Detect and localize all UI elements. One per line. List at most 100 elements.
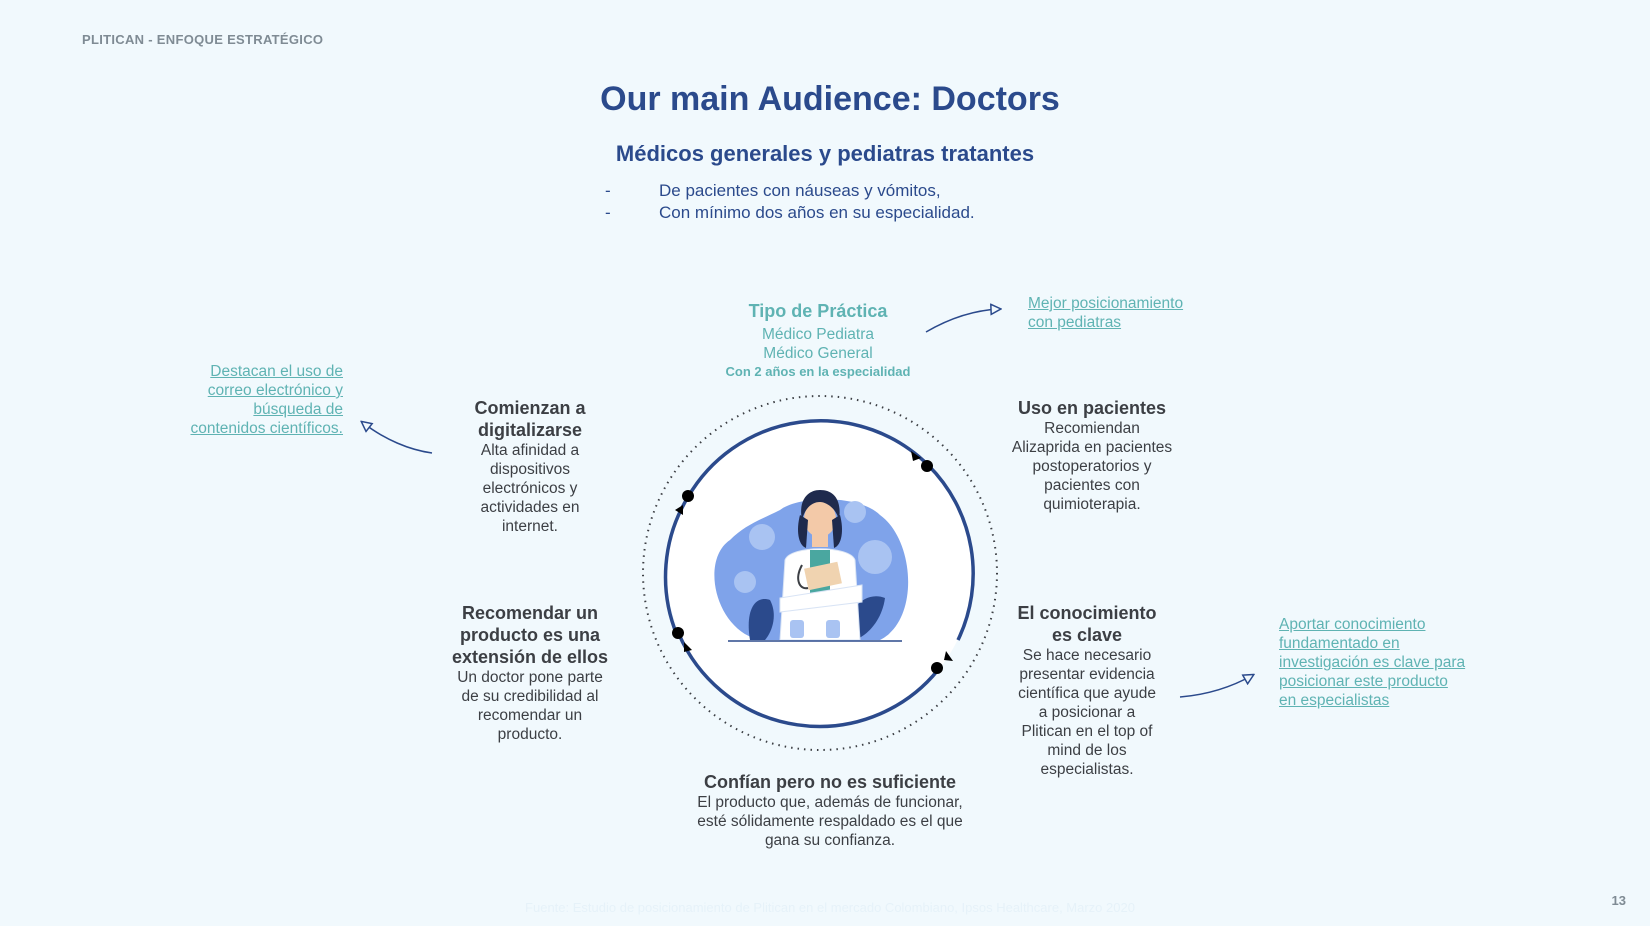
block-title: Confían pero no es suficiente xyxy=(703,772,957,792)
bullet-dash: - xyxy=(605,203,611,222)
practice-type-pediatrician: Médico Pediatra xyxy=(761,326,874,343)
note-line[interactable]: Aportar conocimiento xyxy=(1279,616,1426,633)
clipboard xyxy=(804,561,842,591)
footer-source: Fuente: Estudio de posicionamiento de Pl… xyxy=(525,900,1135,915)
block-knowledge: El conocimiento es clave Se hace necesar… xyxy=(992,602,1182,779)
block-title: Uso en pacientes xyxy=(1017,398,1167,418)
cycle-arc xyxy=(926,463,975,641)
pointer-arrow-top-right xyxy=(925,309,1000,333)
doctor-face xyxy=(804,501,836,537)
stethoscope-icon xyxy=(797,564,809,590)
coat-pocket xyxy=(826,620,840,638)
note-left[interactable]: Destacan el uso de correo electrónico y … xyxy=(120,362,343,438)
pointer-arrow-right xyxy=(1179,675,1253,698)
baby-bottle-icon xyxy=(749,524,775,550)
block-body: dispositivos xyxy=(489,461,571,478)
doctor-illustration xyxy=(714,490,909,642)
block-body: Alizaprida en pacientes xyxy=(1011,439,1173,456)
cycle-dot xyxy=(921,460,933,472)
block-body: especialistas. xyxy=(1040,761,1134,778)
block-title: El conocimiento xyxy=(1017,603,1157,623)
pointer-arrow-left xyxy=(362,422,433,454)
doctor-hair-side xyxy=(832,515,842,548)
block-body: gana su confianza. xyxy=(764,832,896,849)
note-line[interactable]: fundamentado en xyxy=(1279,635,1400,652)
block-title: extensión de ellos xyxy=(451,647,609,667)
cycle-arrowhead xyxy=(944,651,953,661)
block-body: mind de los xyxy=(1047,742,1127,759)
block-title: Comienzan a xyxy=(474,398,586,418)
block-body: producto. xyxy=(497,726,563,743)
note-line[interactable]: posicionar este producto xyxy=(1279,673,1448,690)
block-body: El producto que, además de funcionar, xyxy=(697,794,963,811)
page-title: Our main Audience: Doctors xyxy=(600,80,1060,118)
block-title: producto es una xyxy=(459,625,600,645)
medicine-jar-icon xyxy=(858,540,892,574)
note-line[interactable]: búsqueda de xyxy=(253,401,343,418)
note-line[interactable]: investigación es clave para xyxy=(1279,654,1466,671)
cycle-arc xyxy=(686,418,930,498)
block-body: Un doctor pone parte xyxy=(457,669,603,686)
doctor-neck xyxy=(812,533,828,547)
block-body: Recomiendan xyxy=(1044,420,1140,437)
practice-type-general: Médico General xyxy=(763,345,873,362)
block-patient-use: Uso en pacientes Recomiendan Alizaprida … xyxy=(987,397,1197,514)
block-body: Se hace necesario xyxy=(1022,647,1152,664)
block-body: presentar evidencia xyxy=(1019,666,1155,683)
note-top-right[interactable]: Mejor posicionamiento con pediatras xyxy=(1028,294,1183,332)
block-digitalization: Comienzan a digitalizarse Alta afinidad … xyxy=(440,397,620,536)
block-body: Alta afinidad a xyxy=(480,442,580,459)
note-line[interactable]: Mejor posicionamiento xyxy=(1028,295,1184,312)
note-right[interactable]: Aportar conocimiento fundamentado en inv… xyxy=(1279,615,1465,710)
block-body: postoperatorios y xyxy=(1032,458,1152,475)
block-body: de su credibilidad al xyxy=(461,688,599,705)
bullet-item: - Con mínimo dos años en su especialidad… xyxy=(605,202,975,224)
block-body: electrónicos y xyxy=(482,480,578,497)
practice-type-experience: Con 2 años en la especialidad xyxy=(725,364,911,379)
block-recommendation: Recomendar un producto es una extensión … xyxy=(430,602,630,744)
block-title: es clave xyxy=(1051,625,1123,645)
practice-type-title: Tipo de Práctica xyxy=(748,301,888,321)
doctor-hair xyxy=(801,490,840,520)
block-title: Recomendar un xyxy=(461,603,599,623)
cycle-dot xyxy=(931,662,943,674)
bullet-text: De pacientes con náuseas y vómitos, xyxy=(659,181,941,200)
note-line[interactable]: en especialistas xyxy=(1279,692,1390,709)
page-number: 13 xyxy=(1611,893,1626,908)
crossed-arms xyxy=(779,584,863,613)
block-body: científica que ayude xyxy=(1018,685,1156,702)
page-subtitle: Médicos generales y pediatras tratantes xyxy=(615,141,1035,166)
block-body: esté sólidamente respaldado es el que xyxy=(697,813,963,830)
note-line[interactable]: con pediatras xyxy=(1028,314,1122,331)
block-body: actividades en xyxy=(480,499,580,516)
note-line[interactable]: correo electrónico y xyxy=(207,382,343,399)
note-line[interactable]: contenidos científicos. xyxy=(190,420,343,437)
practice-type-block: Tipo de Práctica Médico Pediatra Médico … xyxy=(700,301,936,379)
audience-bullet-list: - De pacientes con náuseas y vómitos, - … xyxy=(605,180,975,224)
block-body: quimioterapia. xyxy=(1043,496,1141,513)
note-line[interactable]: Destacan el uso de xyxy=(210,363,343,380)
doctor-hair-side xyxy=(798,515,808,548)
block-body: internet. xyxy=(501,518,558,535)
cycle-dot xyxy=(672,627,684,639)
coat-pocket xyxy=(790,620,804,638)
cycle-dot xyxy=(682,490,694,502)
bullet-dash: - xyxy=(605,181,611,200)
cycle-arc xyxy=(676,631,940,729)
block-body: pacientes con xyxy=(1044,477,1140,494)
first-aid-icon xyxy=(844,501,866,523)
cycle-arrowhead xyxy=(675,505,683,515)
block-body: Plitican en el top of xyxy=(1021,723,1153,740)
bullet-item: - De pacientes con náuseas y vómitos, xyxy=(605,180,975,202)
header-label: PLITICAN - ENFOQUE ESTRATÉGICO xyxy=(82,32,324,47)
block-title: digitalizarse xyxy=(477,420,583,440)
block-trust: Confían pero no es suficiente El product… xyxy=(670,771,990,850)
block-body: recomendar un xyxy=(477,707,583,724)
medical-bag-icon xyxy=(734,571,756,593)
cycle-arrowhead xyxy=(911,451,921,461)
bullet-text: Con mínimo dos años en su especialidad. xyxy=(659,203,975,222)
leaf-left xyxy=(748,599,774,640)
outer-dotted-ring xyxy=(642,395,998,751)
cycle-arrowhead xyxy=(684,642,692,652)
